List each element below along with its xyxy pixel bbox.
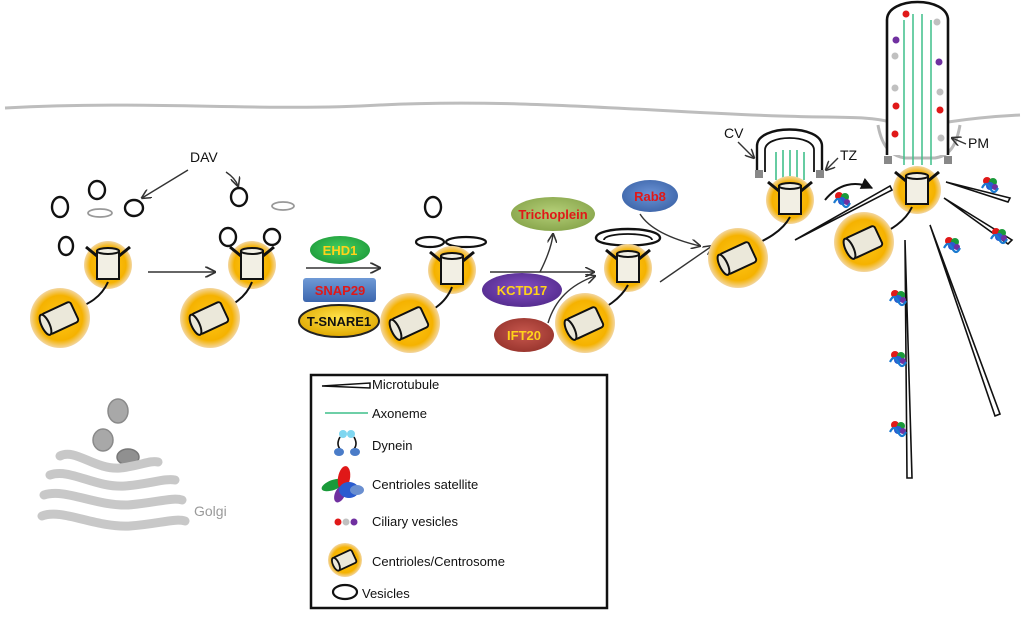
stage-3-centrosome [379,195,488,354]
legend-item-label: Dynein [372,438,412,453]
dav-arrow-2 [225,171,238,186]
stage-4-centrosome [554,227,662,354]
dynein-icon [334,430,360,456]
primary-cilium [833,0,962,273]
trichoplein-label: Trichoplein [518,207,587,222]
centriolar-satellite-icon [321,466,364,503]
ehd1-label: EHD1 [323,243,358,258]
centrosome-icon [328,543,362,577]
arrow-stage4-to-5 [659,246,712,283]
legend-item-label: Axoneme [372,406,427,421]
ift20-oval [494,318,554,352]
arrow-ift20 [547,276,595,324]
ciliary-vesicles-icon [334,518,358,526]
golgi-label: Golgi [194,503,227,519]
golgi-apparatus [37,398,190,531]
kctd17-oval [482,273,562,307]
legend-item-label: Ciliary vesicles [372,514,458,529]
ift20-label: IFT20 [507,328,541,343]
ehd1-snap29-tsnare1-group: EHD1 SNAP29 T-SNARE1 [298,236,380,338]
dav-arrow-1 [142,169,189,198]
rab8-label: Rab8 [634,189,666,204]
legend-item-label: Microtubule [372,377,439,392]
legend: Microtubule Axoneme Dynein Centrioles sa… [309,373,609,610]
legend-item-label: Centrioles/Centrosome [372,554,505,569]
rab8-oval [622,180,678,212]
stage-5-centrosome [707,128,824,289]
cv-label: CV [724,125,744,141]
plasma-membrane [4,101,891,124]
legend-item-label: Vesicles [362,586,410,601]
arrow-kctd17-to-trichoplein [539,234,553,273]
stage-2-centrosome [179,186,295,349]
microtubule-icon [321,382,371,389]
legend-item-label: Centrioles satellite [372,477,478,492]
stage-1-centrosome [29,179,145,349]
arrow-stage5-to-cilium [824,177,874,201]
tsnare1-label: T-SNARE1 [307,314,371,329]
trichoplein-oval [511,197,595,231]
microtubules [794,181,1014,479]
dav-label: DAV [190,149,218,165]
arrow-rab8 [639,213,700,246]
tz-label: TZ [840,147,858,163]
plasma-membrane-right [947,113,1021,124]
kctd17-label: KCTD17 [497,283,548,298]
pm-label: PM [968,135,989,151]
vesicle-icon [331,583,359,601]
snap29-label: SNAP29 [315,283,366,298]
